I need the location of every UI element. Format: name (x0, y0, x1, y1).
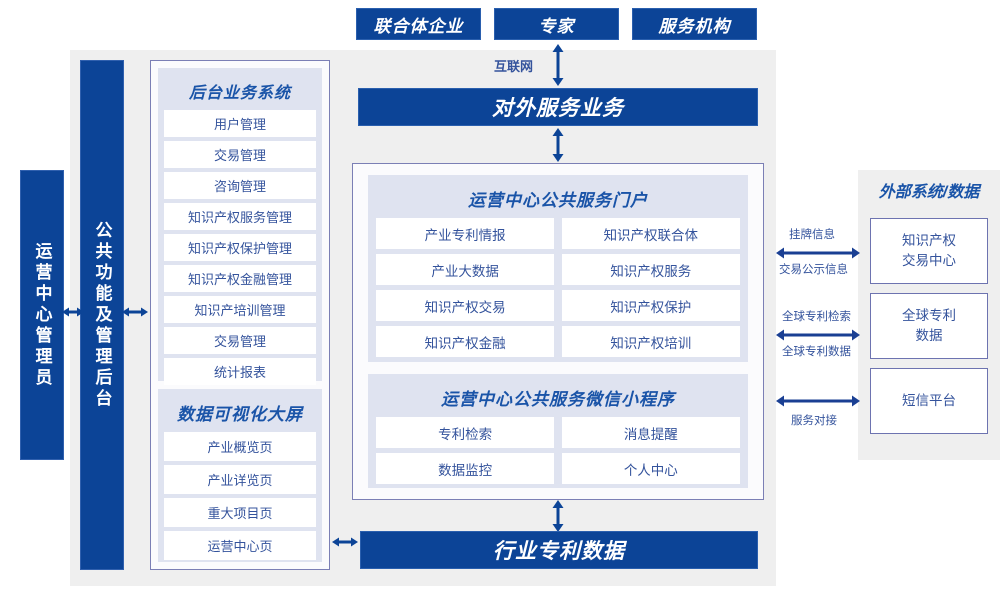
list-item[interactable]: 知识产权培训 (561, 326, 740, 357)
list-item[interactable]: 数据监控 (376, 453, 555, 484)
list-item[interactable]: 知识产权金融管理 (164, 265, 316, 292)
external-box-ip-exchange-label: 知识产权 交易中心 (902, 233, 956, 268)
connector-label-below-1: 全球专利数据 (782, 346, 851, 358)
list-item[interactable]: 知识产权保护管理 (164, 234, 316, 261)
list-item[interactable]: 知识产权交易 (376, 290, 555, 321)
list-item[interactable]: 产业概览页 (164, 432, 316, 461)
backend-system-list: 用户管理 交易管理 咨询管理 知识产权服务管理 知识产权保护管理 知识产权金融管… (164, 110, 316, 385)
connector-label-below-0: 交易公示信息 (779, 264, 848, 276)
portal-grid: 产业专利情报 知识产权联合体 产业大数据 知识产权服务 知识产权交易 知识产权保… (376, 218, 740, 362)
vertical-bar-operator[interactable]: 运营中心管理员 (20, 170, 64, 460)
list-item[interactable]: 消息提醒 (561, 417, 740, 448)
miniprogram-grid: 专利检索 消息提醒 数据监控 个人中心 (376, 417, 740, 489)
top-actor-box-0[interactable]: 联合体企业 (356, 8, 481, 40)
list-item[interactable]: 知识产权服务管理 (164, 203, 316, 230)
top-actor-box-1[interactable]: 专家 (494, 8, 619, 40)
industry-data-bar[interactable]: 行业专利数据 (360, 531, 758, 569)
internet-label: 互联网 (494, 59, 534, 74)
list-item[interactable]: 知识产权联合体 (561, 218, 740, 249)
list-item[interactable]: 知识产权保护 (561, 290, 740, 321)
visualization-screen-list: 产业概览页 产业详览页 重大项目页 运营中心页 (164, 432, 316, 560)
connector-label-above-1: 全球专利检索 (782, 311, 851, 323)
miniprogram-panel: 运营中心公共服务微信小程序 专利检索 消息提醒 数据监控 个人中心 (368, 374, 748, 488)
external-box-global-patent-label: 全球专利 数据 (902, 308, 956, 343)
list-item[interactable]: 交易管理 (164, 327, 316, 354)
external-box-global-patent[interactable]: 全球专利 数据 (870, 293, 988, 359)
list-item[interactable]: 产业详览页 (164, 465, 316, 494)
list-item[interactable]: 知识产权金融 (376, 326, 555, 357)
list-item[interactable]: 统计报表 (164, 358, 316, 385)
arrow-internet (552, 44, 564, 86)
list-item[interactable]: 运营中心页 (164, 531, 316, 560)
arrow-service-to-portal (552, 128, 564, 162)
list-item[interactable]: 交易管理 (164, 141, 316, 168)
backend-system-panel: 后台业务系统 用户管理 交易管理 咨询管理 知识产权服务管理 知识产权保护管理 … (158, 68, 322, 385)
visualization-screen-title: 数据可视化大屏 (177, 405, 303, 424)
external-systems-title: 外部系统/数据 (878, 184, 980, 201)
external-box-sms-platform-label: 短信平台 (902, 393, 956, 409)
vertical-bar-common-backend-label: 公共功能及管理后台 (92, 220, 112, 410)
miniprogram-title: 运营中心公共服务微信小程序 (441, 390, 675, 409)
arrow-external-0 (776, 247, 860, 259)
list-item[interactable]: 重大项目页 (164, 498, 316, 527)
arrow-viz-to-industry-data (332, 537, 358, 547)
arrow-external-2 (776, 395, 860, 407)
vertical-bar-operator-label: 运营中心管理员 (32, 241, 52, 389)
arrow-portal-to-industry-data (552, 500, 564, 532)
backend-system-title: 后台业务系统 (188, 85, 291, 102)
vertical-bar-common-backend[interactable]: 公共功能及管理后台 (80, 60, 124, 570)
arrow-operator-to-backend (62, 307, 84, 317)
list-item[interactable]: 咨询管理 (164, 172, 316, 199)
list-item[interactable]: 用户管理 (164, 110, 316, 137)
connector-label-below-2: 服务对接 (791, 415, 837, 427)
external-box-ip-exchange[interactable]: 知识产权 交易中心 (870, 218, 988, 284)
connector-label-above-0: 挂牌信息 (789, 229, 835, 241)
portal-panel: 运营中心公共服务门户 产业专利情报 知识产权联合体 产业大数据 知识产权服务 知… (368, 175, 748, 362)
external-service-bar[interactable]: 对外服务业务 (358, 88, 758, 126)
arrow-backend-to-systems (122, 307, 148, 317)
external-box-sms-platform[interactable]: 短信平台 (870, 368, 988, 434)
arrow-external-1 (776, 329, 860, 341)
list-item[interactable]: 知识产培训管理 (164, 296, 316, 323)
portal-title: 运营中心公共服务门户 (468, 191, 648, 210)
top-actor-box-2[interactable]: 服务机构 (632, 8, 757, 40)
visualization-screen-panel: 数据可视化大屏 产业概览页 产业详览页 重大项目页 运营中心页 (158, 389, 322, 562)
list-item[interactable]: 个人中心 (561, 453, 740, 484)
list-item[interactable]: 专利检索 (376, 417, 555, 448)
list-item[interactable]: 产业专利情报 (376, 218, 555, 249)
list-item[interactable]: 产业大数据 (376, 254, 555, 285)
list-item[interactable]: 知识产权服务 (561, 254, 740, 285)
